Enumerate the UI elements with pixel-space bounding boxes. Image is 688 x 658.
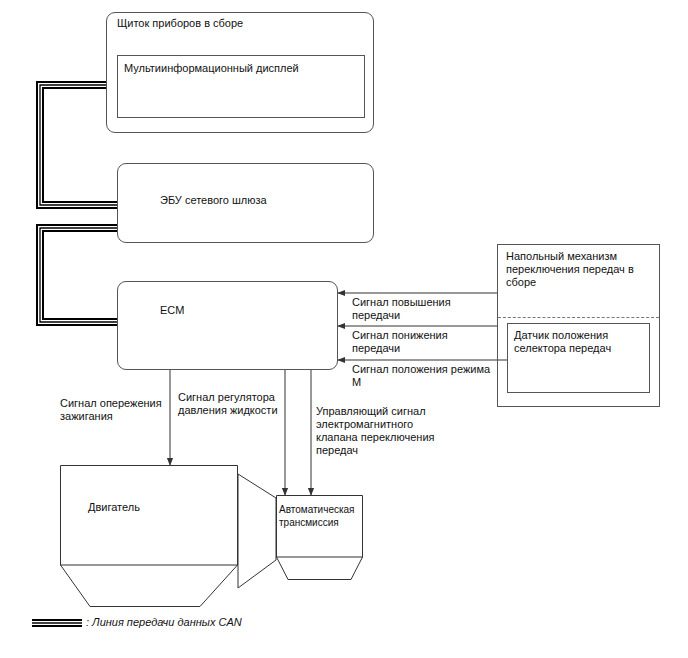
can-outer (40, 228, 117, 322)
signal-arrow (170, 370, 171, 465)
bell-housing (238, 474, 276, 588)
signal-label: Управляющий сигнал электромагнитного кла… (316, 405, 448, 457)
signal-label: Сигнал регулятора давления жидкости (178, 391, 282, 417)
signal-line (285, 370, 286, 495)
node-label: Щиток приборов в сборе (117, 17, 363, 30)
engine-shape-outline (60, 465, 238, 607)
signal-label: Сигнал положения режима М (352, 363, 492, 389)
signal-arrow (338, 293, 497, 294)
node-label: Автоматическая трансмиссия (279, 503, 360, 529)
node-label: Датчик положения селектора передач (514, 329, 643, 355)
signal-arrow (338, 326, 497, 327)
can-core (40, 228, 117, 322)
legend-text: : Линия передачи данных CAN (86, 616, 242, 629)
signal-label: Сигнал опережения зажигания (60, 397, 166, 423)
engine-shape: Двигатель (60, 465, 238, 607)
signal-line (338, 360, 507, 361)
signal-line (170, 370, 171, 465)
signal-line (338, 326, 497, 327)
sensor-box: Датчик положения селектора передач (507, 323, 650, 393)
legend-sample (32, 623, 82, 624)
dashed-divider (498, 317, 659, 318)
node-label: Напольный механизм переключения передач … (506, 250, 651, 289)
signal-line (311, 370, 312, 495)
display-box: Мультиинформационный дисплей (117, 55, 365, 118)
can-bus-line (40, 228, 117, 322)
signal-arrow (338, 360, 507, 361)
transmission-shape: Автоматическая трансмиссия (276, 495, 363, 580)
outline (277, 496, 363, 580)
signal-arrow (285, 370, 286, 495)
node-label: ЭБУ сетевого шлюза (160, 194, 331, 207)
node-label: ECM (160, 304, 295, 317)
outline-line (276, 557, 363, 558)
assembly-box: Щиток приборов в сбореМультиинформационн… (106, 12, 374, 133)
outline (61, 466, 238, 607)
ecm-box: ECM (117, 281, 338, 370)
signal-line (338, 293, 497, 294)
shifter-box: Напольный механизм переключения передач … (497, 244, 660, 407)
node-label: Мультиинформационный дисплей (124, 62, 358, 75)
can-gap (40, 228, 117, 322)
node-label: Двигатель (88, 501, 210, 514)
outline-line (60, 565, 238, 566)
ecu-box: ЭБУ сетевого шлюза (117, 163, 374, 243)
signal-label: Сигнал повышения передачи (352, 296, 492, 322)
signal-arrow (311, 370, 312, 495)
signal-label: Сигнал понижения передачи (352, 329, 492, 355)
